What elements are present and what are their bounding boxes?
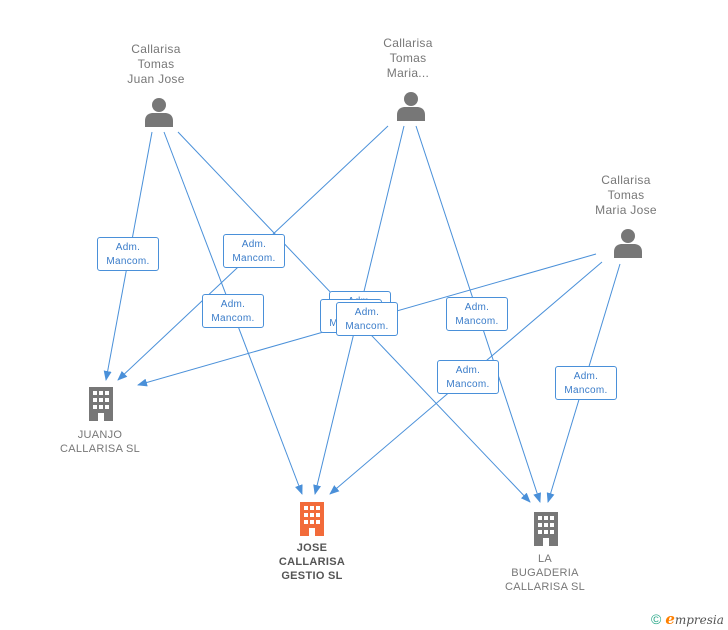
edge-role-badge[interactable]: Adm. Mancom. (437, 360, 499, 394)
edge-role-badge[interactable]: Adm. Mancom. (336, 302, 398, 336)
person-label: Callarisa Tomas Maria... (360, 36, 456, 81)
edge-role-badge[interactable]: Adm. Mancom. (97, 237, 159, 271)
edge-role-line: Adm. (573, 371, 599, 382)
person-label: Callarisa Tomas Maria Jose (578, 173, 674, 218)
company-name-line: JOSE (296, 542, 328, 554)
company-name-line: JUANJO (77, 429, 123, 441)
edge-role-line: Adm. (464, 302, 490, 313)
building-icon (300, 502, 324, 536)
person-name-line: Tomas (137, 57, 175, 71)
edge-role-line: Adm. (220, 299, 246, 310)
edge-role-badge[interactable]: Adm. Mancom. (202, 294, 264, 328)
company-name-line: GESTIO SL (281, 570, 343, 582)
person-name-line: Juan Jose (127, 72, 185, 86)
person-icon (145, 98, 173, 127)
person-name-line: Callarisa (383, 36, 433, 50)
edge-role-line: Adm. (115, 242, 141, 253)
edge-role-line: Mancom. (455, 316, 499, 327)
building-icon (534, 512, 558, 546)
edge-role-badge[interactable]: Adm. Mancom. (223, 234, 285, 268)
edge-role-badge[interactable]: Adm. Mancom. (446, 297, 508, 331)
person-label: Callarisa Tomas Juan Jose (108, 42, 204, 87)
person-name-line: Callarisa (601, 173, 651, 187)
person-name-line: Maria Jose (595, 203, 657, 217)
company-label: LA BUGADERIA CALLARISA SL (495, 552, 595, 594)
edge-role-badge[interactable]: Adm. Mancom. (555, 366, 617, 400)
copyright-brand[interactable]: © empresia (651, 610, 724, 628)
company-name-line: BUGADERIA (511, 567, 579, 579)
edge-role-line: Mancom. (446, 379, 490, 390)
person-name-line: Tomas (607, 188, 645, 202)
building-icon (89, 387, 113, 421)
company-name-line: CALLARISA SL (59, 443, 141, 455)
brand-logo-initial: e (665, 610, 675, 628)
copyright-icon: © (651, 611, 662, 627)
company-name-line: CALLARISA (278, 556, 346, 568)
edge-role-line: Mancom. (345, 321, 389, 332)
edge-role-line: Mancom. (564, 385, 608, 396)
company-label: JUANJO CALLARISA SL (50, 428, 150, 456)
company-label: JOSE CALLARISA GESTIO SL (262, 541, 362, 583)
brand-logo-text: mpresia (674, 613, 724, 627)
person-name-line: Maria... (386, 66, 430, 80)
edge-role-line: Adm. (241, 239, 267, 250)
brand-logo: empresia (665, 610, 724, 628)
edge-role-line: Mancom. (232, 253, 276, 264)
person-name-line: Callarisa (131, 42, 181, 56)
edge-role-line: Adm. (455, 365, 481, 376)
person-icon (397, 92, 425, 121)
company-name-line: LA (537, 553, 553, 565)
edge-role-line: Mancom. (211, 313, 255, 324)
edge-role-line: Adm. (354, 307, 380, 318)
company-name-line: CALLARISA SL (504, 581, 586, 593)
person-name-line: Tomas (389, 51, 427, 65)
person-icon (614, 229, 642, 258)
edge-role-line: Mancom. (106, 256, 150, 267)
